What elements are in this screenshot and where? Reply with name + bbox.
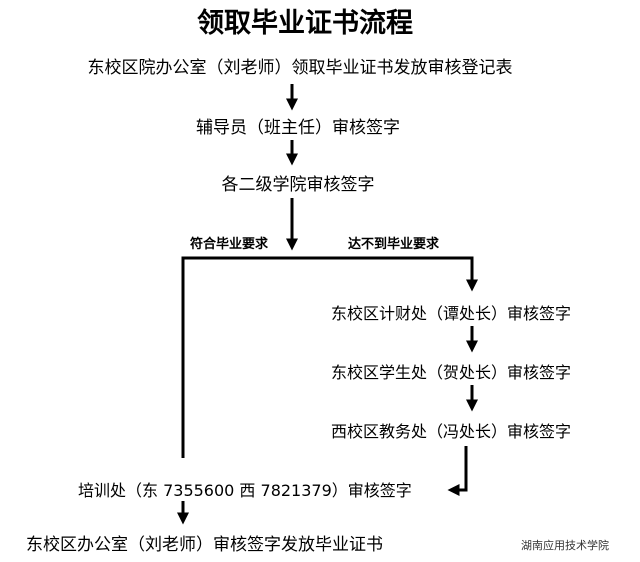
- step-register-form: 东校区院办公室（刘老师）领取毕业证书发放审核登记表: [87, 58, 513, 78]
- step-training-office-sign: 培训处（东 7355600 西 7821379）审核签字: [78, 481, 412, 500]
- step-issue-certificate: 东校区办公室（刘老师）审核签字发放毕业证书: [26, 535, 383, 555]
- page-title: 领取毕业证书流程: [197, 8, 413, 39]
- watermark-text: 湖南应用技术学院: [521, 539, 609, 552]
- step-counselor-sign: 辅导员（班主任）审核签字: [196, 118, 400, 138]
- step-college-sign: 各二级学院审核签字: [221, 175, 375, 195]
- branch-label-meets: 符合毕业要求: [190, 237, 269, 252]
- step-student-affairs-sign: 东校区学生处（贺处长）审核签字: [331, 363, 572, 382]
- branch-line: [181, 256, 478, 458]
- step-academic-affairs-sign: 西校区教务处（冯处长）审核签字: [331, 422, 572, 441]
- arrow-r3-to-training: [447, 446, 468, 496]
- branch-label-fails: 达不到毕业要求: [348, 237, 440, 252]
- step-finance-sign: 东校区计财处（谭处长）审核签字: [331, 304, 572, 323]
